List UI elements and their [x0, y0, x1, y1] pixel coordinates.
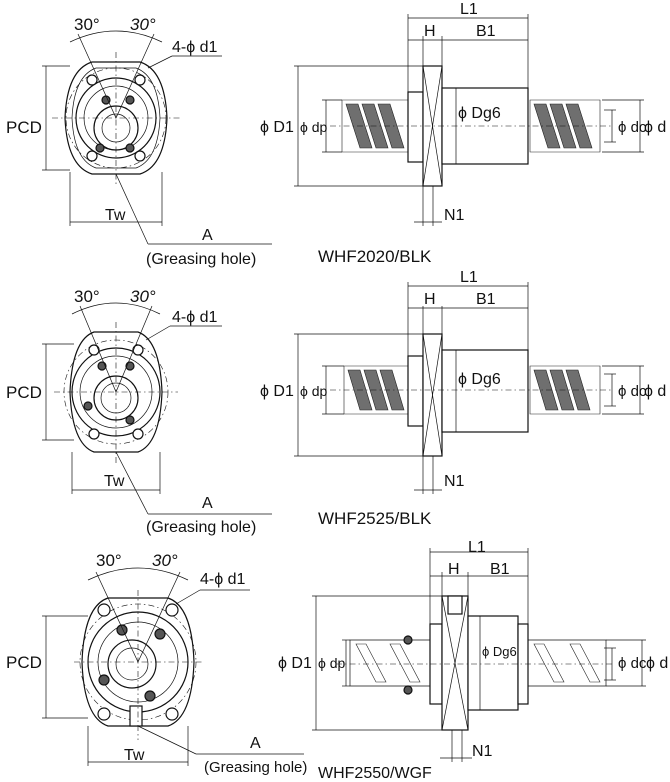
pcd-label: PCD: [6, 653, 42, 672]
model-label: WHF2020/BLK: [318, 247, 432, 266]
dc-label: ϕ dc: [618, 383, 647, 400]
n1-label: N1: [444, 207, 465, 224]
view-whf2550: 30° 30° 4-ϕ d1 PCD Tw A (Greasing hole): [6, 539, 668, 782]
angle-left-label: 30°: [74, 15, 100, 34]
angle-right-label: 30°: [130, 15, 156, 34]
model-label: WHF2550/WGF: [318, 765, 432, 782]
n1-label: N1: [444, 473, 465, 490]
dg6-label: ϕ Dg6: [458, 105, 501, 122]
grease-hole-label: (Greasing hole): [146, 519, 256, 536]
d1-label: ϕ D1: [260, 383, 294, 400]
angle-right-label: 30°: [130, 287, 156, 306]
n1-label: N1: [472, 743, 493, 760]
tw-label: Tw: [105, 207, 126, 224]
d1-label: ϕ D1: [278, 655, 312, 672]
side-view-2: [294, 282, 644, 494]
b1-label: B1: [476, 291, 496, 308]
front-view-1: [42, 30, 272, 245]
dc-label: ϕ dc: [618, 655, 647, 672]
h-label: H: [448, 561, 460, 578]
l1-label: L1: [460, 1, 478, 18]
d1-label: ϕ D1: [260, 119, 294, 136]
pcd-label: PCD: [6, 118, 42, 137]
angle-left-label: 30°: [74, 287, 100, 306]
angle-left-label: 30°: [96, 551, 122, 570]
front-view-3: [42, 567, 304, 766]
b1-label: B1: [490, 561, 510, 578]
h-label: H: [424, 291, 436, 308]
front-view-2: [42, 302, 272, 515]
dg6-label: ϕ Dg6: [458, 371, 501, 388]
grease-a-label: A: [250, 735, 261, 752]
model-label: WHF2525/BLK: [318, 509, 432, 528]
view-whf2020: 30° 30° 4-ϕ d1 PCD Tw A (Greasing hole): [6, 1, 666, 268]
grease-a-label: A: [202, 227, 213, 244]
grease-hole-label: (Greasing hole): [204, 759, 307, 776]
d-label: ϕ d: [644, 119, 666, 136]
side-view-1: [294, 14, 644, 226]
l1-label: L1: [468, 539, 486, 556]
tw-label: Tw: [104, 473, 125, 490]
l1-label: L1: [460, 269, 478, 286]
view-whf2525: 30° 30° 4-ϕ d1 PCD Tw A (Greasing hole): [6, 269, 666, 536]
hole-spec-label: 4-ϕ d1: [172, 39, 218, 56]
grease-hole-label: (Greasing hole): [146, 251, 256, 268]
dg6-label: ϕ Dg6: [482, 644, 517, 659]
hole-spec-label: 4-ϕ d1: [200, 571, 246, 588]
grease-a-label: A: [202, 495, 213, 512]
h-label: H: [424, 23, 436, 40]
dp-label: ϕ dp: [300, 383, 328, 399]
d-label: ϕ d: [644, 383, 666, 400]
d-label: ϕ d: [646, 655, 668, 672]
pcd-label: PCD: [6, 383, 42, 402]
dc-label: ϕ dc: [618, 119, 647, 136]
dp-label: ϕ dp: [318, 655, 346, 671]
dp-label: ϕ dp: [300, 119, 328, 135]
b1-label: B1: [476, 23, 496, 40]
tw-label: Tw: [124, 747, 145, 764]
side-view-3: [312, 548, 646, 762]
angle-right-label: 30°: [152, 551, 178, 570]
hole-spec-label: 4-ϕ d1: [172, 309, 218, 326]
